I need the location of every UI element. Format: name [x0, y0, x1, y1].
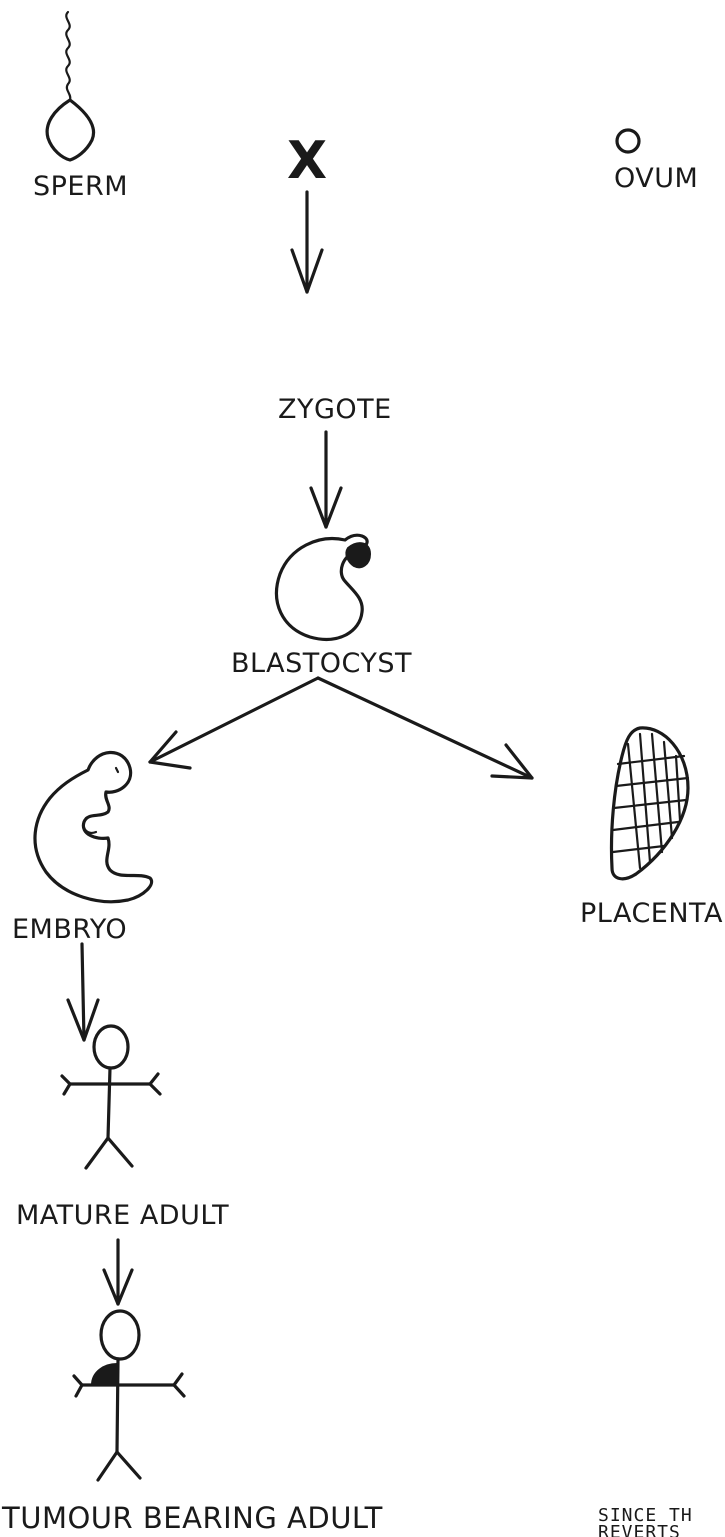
arrow-cross-to-zygote [292, 192, 322, 292]
embryo-eye [116, 768, 118, 772]
placenta-label: PLACENTA [580, 898, 723, 929]
blastocyst-label: BLASTOCYST [231, 648, 412, 679]
arrow-zygote-to-blastocyst [311, 432, 341, 527]
mature-adult-figure [62, 1026, 160, 1168]
embryo-outline [35, 752, 152, 901]
tumour-bearing-adult-label: TUMOUR BEARING ADULT [1, 1501, 383, 1535]
embryo-label: EMBRYO [12, 914, 127, 945]
arrow-blastocyst-to-embryo [150, 678, 318, 768]
sperm-tail [66, 12, 70, 100]
blastocyst-figure [277, 535, 370, 639]
arrow-embryo-to-adult [68, 944, 98, 1040]
blastocyst-inner-mass [346, 543, 370, 567]
sperm-head [47, 100, 93, 160]
placenta-figure [611, 728, 688, 879]
mature-adult-label: MATURE ADULT [16, 1200, 229, 1231]
zygote-label: ZYGOTE [278, 394, 392, 425]
tumour-bearing-adult-figure [74, 1311, 184, 1480]
embryo-limb-fold [84, 818, 96, 833]
arrow-adult-to-tumour-adult [104, 1240, 132, 1304]
cross-symbol: X [287, 131, 327, 191]
ovum-label: OVUM [614, 163, 698, 194]
tumour-mass [92, 1364, 117, 1385]
footnote-line-2: REVERTS [598, 1522, 681, 1537]
arrow-blastocyst-to-placenta [318, 678, 532, 778]
sperm-label: SPERM [33, 171, 128, 202]
ovum-figure [617, 130, 639, 152]
sperm-figure [47, 12, 93, 160]
embryo-figure [35, 752, 152, 901]
placenta-hatching [613, 734, 688, 868]
